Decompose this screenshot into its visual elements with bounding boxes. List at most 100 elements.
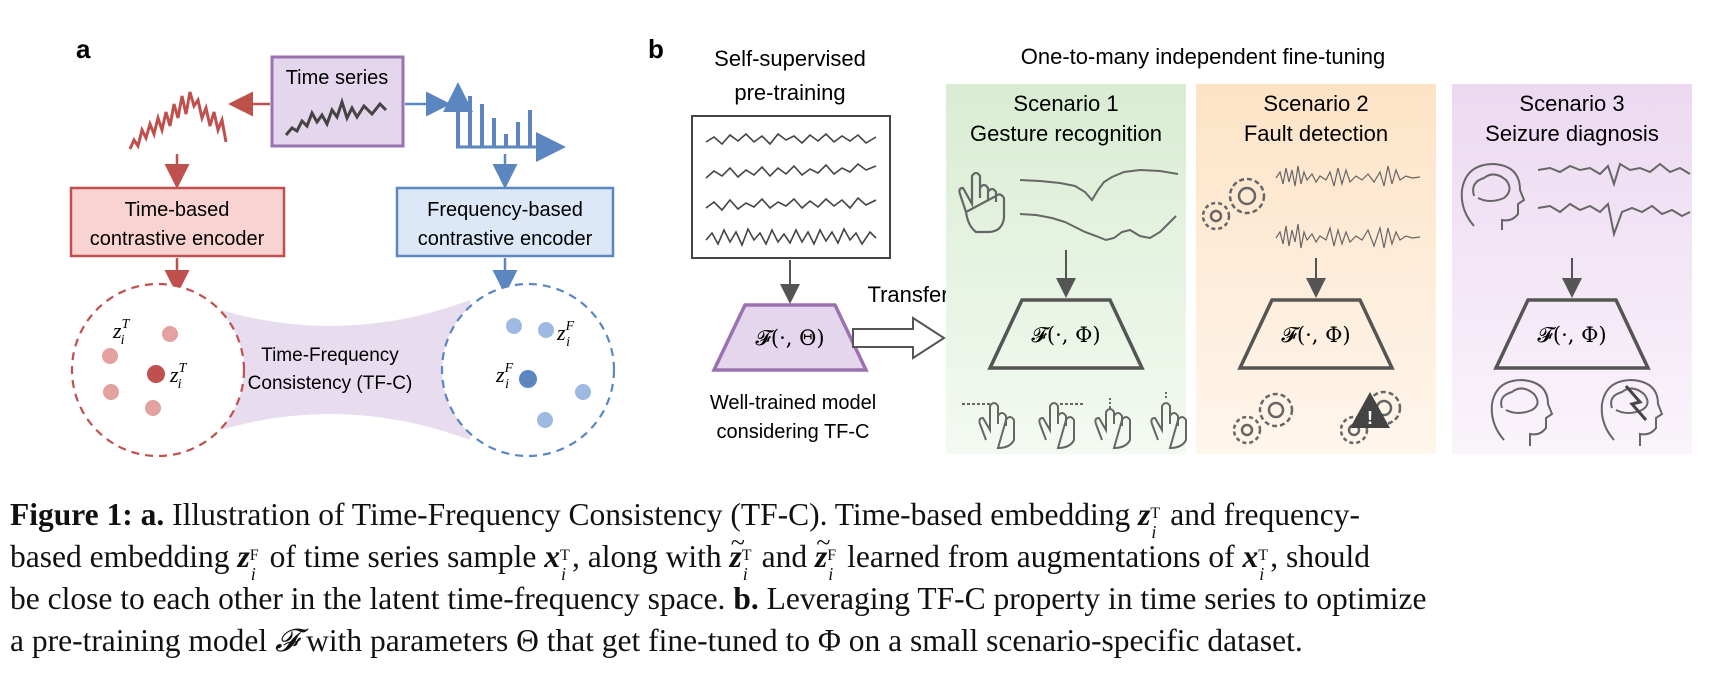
pretrain-model-label: 𝓕(·, Θ) [755,326,824,350]
figure-caption: Figure 1: a. Illustration of Time-Freque… [10,494,1706,662]
caption-text: and [753,539,815,574]
well-trained-line-1: Well-trained model [710,392,876,414]
panel-b-label: b [648,34,664,64]
caption-sup: F [827,547,837,564]
gesture-output-icons [960,390,1187,450]
caption-symbol: z [815,539,828,574]
caption-text: , should [1270,539,1371,574]
caption-sub: i [1259,564,1265,584]
transfer-arrow [852,316,946,360]
normal-gears-icon [1232,392,1294,445]
eeg-signal-2 [1537,201,1691,238]
freq-anchor-point [519,370,537,388]
caption-text: Leveraging TF-C property in time series … [758,581,1427,616]
scenario-2-subtitle: Fault detection [1244,121,1388,146]
well-trained-line-2: considering TF-C [716,421,869,443]
caption-text: with parameters Θ that get fine-tuned to… [298,623,1303,658]
freq-encoder-box [395,186,615,258]
caption-sup: T [1258,547,1269,564]
caption-symbol: z [1138,497,1151,532]
consistency-line-1: Time-Frequency [261,345,399,366]
fault-signal-1 [1275,165,1421,187]
time-encoder-line-1: Time-based [125,199,230,221]
brain-head-icon [1460,162,1526,230]
time-embedding-points [102,326,178,416]
caption-symbol: x [544,539,560,574]
caption-line-4: a pre-training model 𝓕 with parameters Θ… [10,620,1706,662]
finetune-model-2-label: 𝓕(·, Φ) [1281,323,1350,347]
freq-encoder-line-1: Frequency-based [427,199,583,221]
pretrain-signals [705,132,877,248]
caption-tilde-symbol: ~z [815,528,830,578]
caption-sub: i [828,564,834,584]
hand-icon [958,171,1006,234]
time-series-box [270,55,405,148]
scenario-3-subtitle: Seizure diagnosis [1485,121,1659,146]
caption-line-3: be close to each other in the latent tim… [10,578,1706,620]
lightning-icon [1624,385,1648,421]
transfer-label: Transfer [867,282,948,307]
warning-icon-mark: ! [1367,408,1373,428]
panel-a-label: a [76,34,91,64]
scenario-2-title: Scenario 2 [1263,91,1368,116]
caption-text: of time series sample [261,539,545,574]
caption-sub: i [250,564,256,584]
gear-cluster-icon [1201,177,1266,231]
time-anchor-point [147,365,165,383]
pretrain-model-shape [711,303,869,372]
caption-text: based embedding [10,539,238,574]
time-encoder-line-2: contrastive encoder [90,228,265,250]
caption-line-1: Figure 1: a. Illustration of Time-Freque… [10,494,1706,542]
fault-signal-2 [1275,223,1421,249]
time-domain-signal-icon [128,91,228,150]
freq-embedding-points [506,318,591,428]
caption-text: a pre-training model [10,623,276,658]
scenario-1-title: Scenario 1 [1013,91,1118,116]
finetune-title: One-to-many independent fine-tuning [1021,44,1385,69]
healthy-brain-icon [1490,378,1554,446]
pretrain-title-line-2: pre-training [734,80,845,105]
pretrain-title-line-1: Self-supervised [714,46,866,71]
seizure-brain-icon [1600,378,1664,446]
caption-sup: T [560,547,570,564]
caption-sub: i [561,564,567,584]
finetune-model-3-label: 𝓕(·, Φ) [1537,323,1606,347]
caption-tilde: ~ [816,528,831,557]
time-series-signal-icon [284,97,388,136]
time-encoder-box [69,186,286,258]
caption-sup: T [1150,505,1161,522]
caption-tilde: ~ [730,528,745,557]
caption-sup: F [249,547,259,564]
gesture-signal-2 [1019,213,1177,242]
caption-symbol: z [729,539,742,574]
caption-text: and frequency- [1162,497,1360,532]
gesture-signal-1 [1019,168,1179,202]
caption-sup: T [741,547,752,564]
finetune-model-1-label: 𝓕(·, Φ) [1031,323,1100,347]
time-series-label: Time series [286,67,389,89]
caption-a-label: a. [140,497,165,532]
caption-text: be close to each other in the latent tim… [10,581,734,616]
caption-text: , along with [572,539,730,574]
consistency-band [190,300,470,440]
frequency-spectrum-icon [456,92,532,146]
freq-encoder-line-2: contrastive encoder [418,228,593,250]
figure-1: a Time series Time-based contrastive enc… [69,34,1692,458]
warning-icon [1350,392,1390,428]
scenario-3-title: Scenario 3 [1519,91,1624,116]
eeg-signal-1 [1537,162,1691,188]
consistency-line-2: Consistency (TF-C) [248,373,413,394]
caption-text: Illustration of Time-Frequency Consisten… [164,497,1139,532]
finetune-model-1-shape [987,298,1145,370]
caption-sub: i [742,564,748,584]
caption-tilde-symbol: ~z [729,528,745,578]
finetune-model-3-shape [1493,298,1651,370]
caption-b-label: b. [733,581,759,616]
caption-symbol: z [237,539,250,574]
caption-sub: i [1151,522,1157,542]
